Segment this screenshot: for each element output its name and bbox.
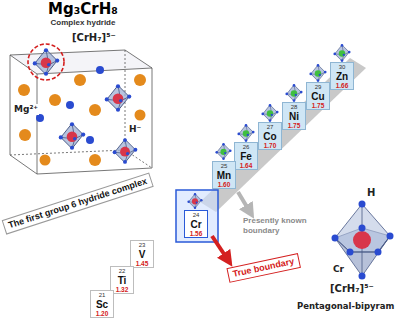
element-symbol: Ti [111,275,133,286]
boundary-note: Presently known boundary [243,216,317,236]
electronegativity: 1.75 [283,122,305,130]
element-tile: 23V1.45 [130,240,154,268]
element-tile: 29Cu1.75 [306,82,330,110]
boundary-label: True boundary [232,256,295,280]
element-symbol: Ni [283,111,305,122]
atomic-number: 26 [235,144,257,151]
electronegativity: 1.56 [185,230,207,238]
complex-icon [237,124,254,142]
atomic-number: 30 [331,64,353,71]
cr-octahedron [33,48,60,76]
atomic-number: 24 [185,212,207,219]
element-symbol: Fe [235,151,257,162]
element-symbol: Co [259,131,281,142]
complex-icon [285,84,302,102]
formula-title: Mg₃CrH₈ [8,1,158,18]
atom-label: Cr [333,264,344,275]
element-symbol: V [131,249,153,260]
element-tile: 24Cr1.56 [184,210,208,238]
shape-name: Pentagonal-bipyram [297,301,394,312]
element-tile: 28Ni1.75 [282,102,306,130]
complex-icon [309,64,326,82]
electronegativity: 1.60 [213,181,235,189]
highlight-circle [28,44,64,80]
ribbon [200,58,366,212]
ion-label: Mg²⁺ [13,104,39,115]
element-tile: 27Co1.70 [258,122,282,150]
ion-label: H⁻ [128,124,142,135]
atomic-number: 29 [307,84,329,91]
atomic-number: 27 [259,124,281,131]
complex-icon [187,193,202,209]
element-symbol: Zn [331,71,353,82]
atomic-number: 23 [131,242,153,249]
electronegativity: 1.66 [331,82,353,90]
complex-icon [215,143,231,160]
cr-octahedron [105,84,132,112]
element-tile: 25Mn1.60 [212,161,236,189]
cr-octahedron [59,122,86,150]
electronegativity: 1.64 [235,162,257,170]
atomic-number: 22 [111,268,133,275]
element-tile: 26Fe1.64 [234,142,258,170]
atomic-number: 28 [283,104,305,111]
electronegativity: 1.75 [307,102,329,110]
complex-label: [CrH₇]⁵⁻ [330,283,374,295]
crystal-structure: Mg₃CrH₈Complex hydride [8,1,158,28]
complex-icon [261,104,278,122]
known-boundary-arrow [238,192,250,212]
electronegativity: 1.20 [91,310,113,318]
element-tile: 21Sc1.20 [90,290,114,318]
subtitle: Complex hydride [8,18,158,28]
electronegativity: 1.32 [111,286,133,294]
banner: The first group 6 hydride complex [2,172,154,234]
pentagonal-bipyramid [332,201,394,280]
complex-label: [CrH₇]⁵⁻ [72,32,116,44]
element-symbol: Cu [307,91,329,102]
element-symbol: Mn [213,170,235,181]
cr-octahedron [113,138,138,164]
atomic-number: 21 [91,292,113,299]
true-boundary-arrow [212,236,228,260]
group6-highlight [176,190,218,242]
true-boundary-box: True boundary [226,253,300,283]
crystal-cell [10,50,152,174]
atomic-number: 25 [213,163,235,170]
element-symbol: Sc [91,299,113,310]
element-symbol: Cr [185,219,207,230]
electronegativity: 1.70 [259,142,281,150]
complex-icon [333,44,350,62]
banner-text: The first group 6 hydride complex [7,176,148,231]
element-tile: 30Zn1.66 [330,62,354,90]
electronegativity: 1.45 [131,260,153,268]
atom-label: H [367,187,375,199]
